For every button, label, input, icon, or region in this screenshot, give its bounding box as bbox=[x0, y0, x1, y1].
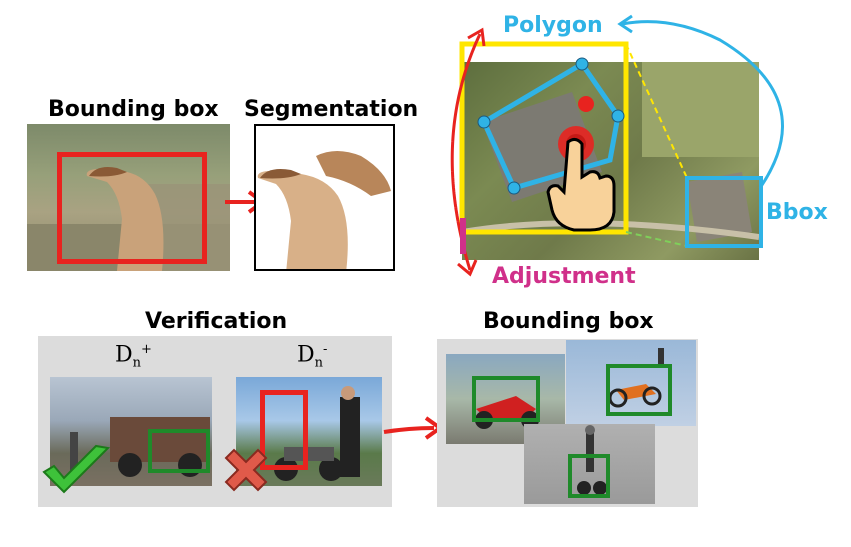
moto2-bbox-green bbox=[606, 364, 672, 416]
neg-bbox-red bbox=[260, 390, 308, 470]
arrow-verify-to-bbox bbox=[383, 416, 444, 440]
aerial-photo bbox=[462, 62, 759, 260]
moto-photo-2-drawing bbox=[608, 348, 664, 408]
connector-top bbox=[625, 43, 688, 179]
pos-bbox-green bbox=[148, 429, 210, 473]
polygon-vertex bbox=[575, 57, 589, 71]
hand-pointer-icon bbox=[546, 126, 616, 232]
polygon-annotation-overlay bbox=[450, 14, 784, 277]
bbox-label-top: Bounding box bbox=[48, 97, 219, 122]
bbox-blue-rect bbox=[685, 176, 763, 248]
magenta-marker bbox=[460, 218, 466, 254]
segmentation-panel bbox=[254, 124, 395, 271]
bbox-label-bottom: Bounding box bbox=[483, 309, 654, 334]
positive-photo-drawing bbox=[70, 417, 210, 477]
negative-photo bbox=[236, 377, 382, 486]
red-curve-arrow bbox=[450, 33, 482, 271]
bbox-label-blue: Bbox bbox=[766, 200, 828, 225]
polygon-vertex bbox=[477, 115, 491, 129]
negative-photo-drawing bbox=[274, 386, 360, 481]
neg-label-base: D bbox=[297, 342, 315, 368]
polygon-shape bbox=[480, 60, 621, 192]
moto-photo-2 bbox=[566, 340, 696, 426]
polygon-vertex bbox=[611, 109, 625, 123]
pos-label-sub: n bbox=[132, 355, 142, 371]
pos-label-sup: + bbox=[141, 342, 152, 357]
adjust-point bbox=[578, 96, 594, 112]
bbox-red-rect bbox=[57, 152, 207, 264]
neg-label-sub: n bbox=[314, 355, 324, 371]
connector-bottom bbox=[625, 231, 688, 247]
check-mark-icon bbox=[42, 444, 111, 494]
blue-curve-arrow bbox=[621, 20, 784, 189]
llama-segment-drawing bbox=[257, 151, 391, 269]
moto-photo-3 bbox=[524, 424, 655, 504]
pos-set-label: Dn+ bbox=[115, 342, 152, 371]
neg-label-sup: - bbox=[323, 342, 328, 357]
neg-set-label: Dn- bbox=[297, 342, 327, 371]
moto3-bbox-green bbox=[568, 454, 610, 498]
polygon-label: Polygon bbox=[503, 13, 603, 38]
x-mark-icon bbox=[224, 448, 268, 492]
zoom-box-yellow bbox=[459, 41, 629, 235]
llama-photo-drawing bbox=[27, 167, 230, 271]
moto-photo-3-drawing bbox=[577, 425, 607, 495]
segmentation-label: Segmentation bbox=[244, 97, 419, 122]
verification-title: Verification bbox=[145, 309, 288, 334]
llama-photo bbox=[27, 124, 230, 271]
moto-photo-1 bbox=[446, 354, 565, 444]
adjustment-label: Adjustment bbox=[492, 264, 636, 289]
moto1-bbox-green bbox=[472, 376, 540, 422]
pos-label-base: D bbox=[115, 342, 133, 368]
polygon-vertex bbox=[507, 181, 521, 195]
